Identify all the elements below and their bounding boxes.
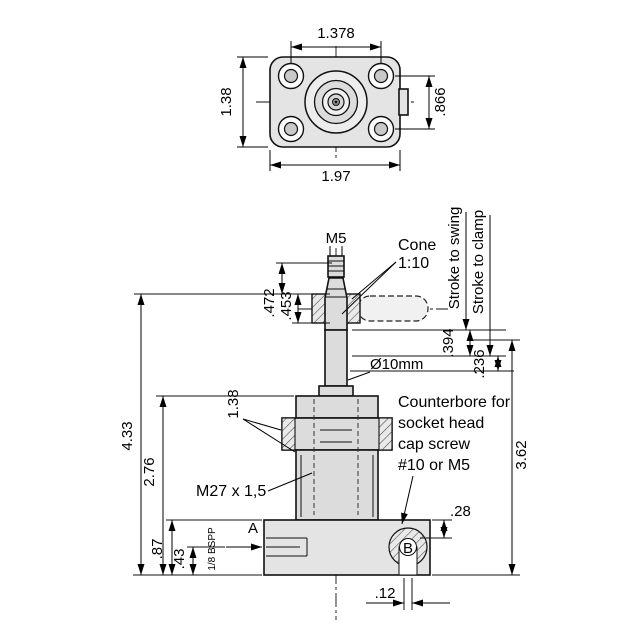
dim-flange-height: 1.38	[218, 87, 235, 116]
label-port-b: B	[403, 540, 413, 557]
dim-43: .43	[171, 549, 188, 570]
dim-hole-pitch-lines	[290, 41, 382, 63]
dim-362-lines	[432, 339, 520, 576]
body-dia-leaders	[242, 418, 296, 453]
height-dim-lines-left	[133, 293, 330, 576]
dim-866: .866	[432, 87, 449, 116]
dim-276: 2.76	[141, 457, 158, 486]
body-lower	[295, 449, 379, 521]
clamp-arm-phantom	[357, 295, 429, 322]
counterbore-bore	[399, 538, 417, 556]
label-m5: M5	[326, 230, 347, 247]
counterbore-line-3: cap screw	[398, 436, 470, 453]
label-bspp: 1/8 BSPP	[207, 527, 218, 571]
piston-rod	[324, 329, 348, 387]
cone-leader-lines	[341, 261, 397, 315]
label-stroke-clamp: Stroke to clamp	[470, 210, 487, 314]
label-port-a: A	[248, 520, 258, 537]
port-a-lines	[266, 537, 308, 557]
side-view: M5 Cone 1:10 Stroke to swing Stroke to c…	[119, 207, 530, 620]
stroke-dims-left	[276, 262, 332, 324]
stroke-dim-lines	[350, 212, 514, 372]
label-cone-1: Cone	[398, 237, 436, 254]
body-internal-lines	[313, 399, 359, 515]
dim-1378: 1.378	[317, 25, 355, 42]
dim-394: .394	[440, 328, 457, 357]
dim-12-lines	[366, 578, 450, 610]
counterbore-line-4: #10 or M5	[398, 457, 470, 474]
counterbore-line-1: Counterbore for	[398, 394, 511, 411]
dim-87: .87	[149, 539, 166, 560]
dim-12: .12	[375, 585, 396, 602]
body-thread-lines	[300, 455, 374, 517]
label-m27: M27 x 1,5	[196, 483, 266, 500]
label-rod-dia: Ø10mm	[370, 356, 423, 373]
dim-28: .28	[450, 503, 471, 520]
dim-hole-pitch-v-lines	[395, 75, 435, 130]
counterbore-line-2: socket head	[398, 415, 484, 432]
rod-dia-leader	[347, 371, 371, 381]
dim-138-body: 1.38	[225, 389, 242, 418]
body-collar	[281, 417, 393, 451]
dim-28-lines	[420, 519, 452, 539]
collar-section-left	[281, 417, 296, 451]
counterbore-note: Counterbore for socket head cap screw #1…	[398, 394, 511, 525]
rod-collar	[318, 385, 354, 397]
dim-362: 3.62	[513, 440, 530, 469]
m5-extension-lines	[329, 246, 343, 256]
dim-236: .236	[471, 349, 488, 378]
piston-rod-cone	[324, 277, 348, 331]
body-top	[295, 395, 379, 419]
dim-453: .453	[278, 291, 295, 320]
top-view: 1.378 1.38 .866 1.97	[218, 25, 449, 185]
dim-flange-height-lines	[237, 56, 268, 148]
collar-section-right	[378, 417, 393, 451]
label-stroke-swing: Stroke to swing	[446, 207, 463, 310]
dim-433: 4.33	[119, 421, 136, 450]
dim-flange-width-lines	[269, 150, 401, 171]
label-cone-2: 1:10	[398, 255, 429, 272]
dim-197: 1.97	[321, 168, 350, 185]
bolt-holes	[277, 62, 395, 143]
center-boss	[304, 70, 368, 134]
m27-leader	[267, 472, 313, 492]
flange-side-tab	[398, 88, 409, 116]
dim-472: .472	[261, 288, 278, 317]
stud-thread-lines	[328, 260, 344, 272]
